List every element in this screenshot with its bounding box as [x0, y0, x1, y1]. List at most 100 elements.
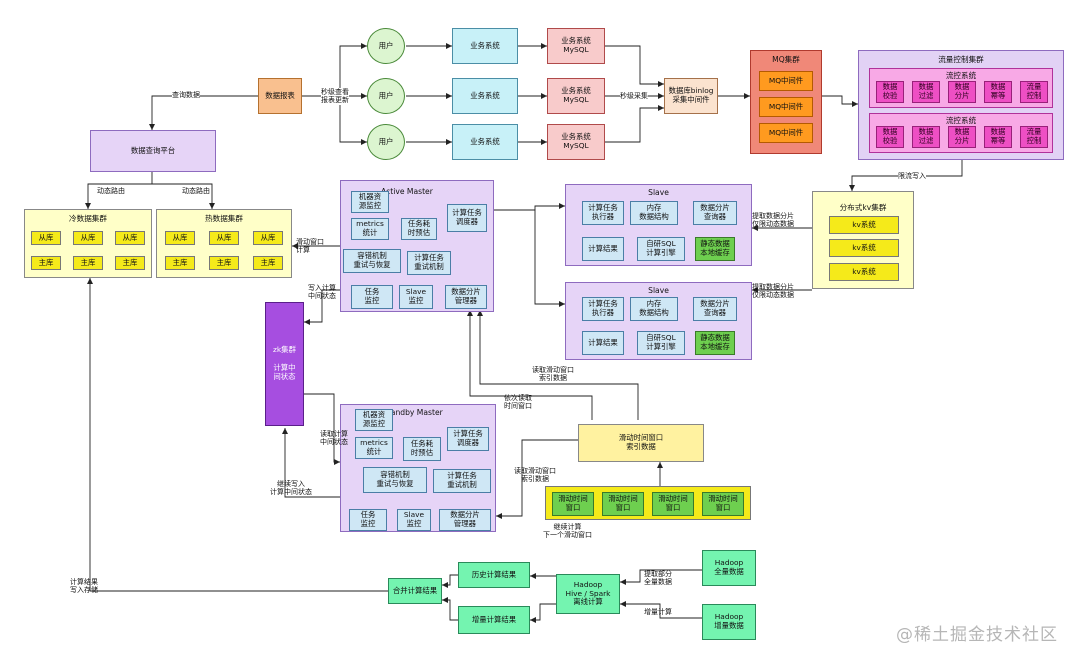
edge-label-limit-write: 限流写入 [898, 172, 926, 181]
slave1-sql-engine: 自研SQL 计算引擎 [637, 237, 685, 261]
edge-label-write-mid-state: 写入计算 中间状态 [308, 284, 336, 301]
edge-label-read-mid-state: 读取计算 中间状态 [320, 430, 348, 447]
hadoop-incremental-data: Hadoop 增量数据 [702, 604, 756, 640]
edge-label-continue-write: 继续写入 计算中间状态 [270, 480, 312, 497]
sliding-window-3: 滑动时间 窗口 [652, 492, 694, 516]
sm-task-monitor: 任务 监控 [349, 509, 387, 531]
slave1-static-cache: 静态数据 本地缓存 [695, 237, 735, 261]
mq-cluster-title: MQ集群 [772, 55, 800, 64]
hot-slave-db-3: 从库 [253, 231, 283, 245]
cold-slave-db-1: 从库 [31, 231, 61, 245]
am-shard-manager: 数据分片 管理器 [445, 285, 487, 309]
flow-control-system-2-title: 流控系统 [945, 116, 977, 125]
cold-data-cluster-title: 冷数据集群 [69, 214, 107, 223]
cold-master-db-1: 主库 [31, 256, 61, 270]
slave1-shard-query: 数据分片 查询器 [693, 201, 737, 225]
active-master: Active Master 机器资 源监控 metrics 统计 任务耗 时预估… [340, 180, 494, 312]
sliding-window-1: 滑动时间 窗口 [552, 492, 594, 516]
hot-data-cluster-title: 热数据集群 [205, 214, 243, 223]
sm-task-time-estimate: 任务耗 时预估 [403, 437, 441, 461]
kv-cluster-title: 分布式kv集群 [839, 203, 887, 212]
sliding-window-group: 滑动时间 窗口 滑动时间 窗口 滑动时间 窗口 滑动时间 窗口 [545, 486, 751, 520]
slave1-calc-result: 计算结果 [582, 237, 624, 261]
am-slave-monitor: Slave 监控 [399, 285, 433, 309]
merge-results: 合并计算结果 [388, 578, 442, 604]
flow-control-system-1: 流控系统 数据 校验 数据 过滤 数据 分片 数据 幂等 流量 控制 [869, 68, 1053, 108]
hadoop-offline-engine: Hadoop Hive / Spark 离线计算 [556, 574, 620, 614]
sm-slave-monitor: Slave 监控 [397, 509, 431, 531]
slave-node-1: Slave 计算任务 执行器 内存 数据结构 数据分片 查询器 计算结果 自研S… [565, 184, 752, 266]
edge-label-extract-full: 提取部分 全量数据 [644, 570, 672, 587]
mysql-box-2: 业务系统 MySQL [547, 78, 605, 114]
hot-master-db-3: 主库 [253, 256, 283, 270]
hot-master-db-1: 主库 [165, 256, 195, 270]
cold-data-cluster: 冷数据集群 从库 从库 从库 主库 主库 主库 [24, 209, 152, 278]
edge-label-query-data: 查询数据 [172, 91, 200, 100]
am-metrics-stats: metrics 统计 [351, 218, 389, 240]
am-fault-tolerance: 容错机制 重试与恢复 [343, 249, 401, 273]
sm-fault-tolerance: 容错机制 重试与恢复 [363, 467, 427, 493]
flow-control-system-2: 流控系统 数据 校验 数据 过滤 数据 分片 数据 幂等 流量 控制 [869, 113, 1053, 153]
edge-label-sliding-calc: 滑动窗口 计算 [296, 238, 324, 255]
watermark: @稀土掘金技术社区 [896, 625, 1058, 645]
sm-task-scheduler: 计算任务 调度器 [447, 427, 489, 451]
flow-control-cluster-title: 流量控制集群 [938, 55, 984, 64]
edge-label-read-index-2: 读取滑动窗口 索引数据 [514, 467, 556, 484]
hot-data-cluster: 热数据集群 从库 从库 从库 主库 主库 主库 [156, 209, 292, 278]
mq-middleware-1: MQ中间件 [759, 71, 813, 91]
cold-master-db-3: 主库 [115, 256, 145, 270]
kv-system-3: kv系统 [829, 263, 899, 281]
mq-middleware-3: MQ中间件 [759, 123, 813, 143]
cold-slave-db-2: 从库 [73, 231, 103, 245]
edge-label-dynamic-route-2: 动态路由 [182, 187, 210, 195]
sliding-window-index: 滑动时间窗口 索引数据 [578, 424, 704, 462]
hot-slave-db-2: 从库 [209, 231, 239, 245]
edge-label-read-index-1: 读取滑动窗口 索引数据 [532, 366, 574, 383]
fc2-data-validate: 数据 校验 [876, 126, 904, 148]
distributed-kv-cluster: 分布式kv集群 kv系统 kv系统 kv系统 [812, 191, 914, 289]
business-system-3: 业务系统 [452, 124, 518, 160]
fc1-flow-control: 流量 控制 [1020, 81, 1048, 103]
sm-metrics-stats: metrics 统计 [355, 437, 393, 459]
cold-slave-db-3: 从库 [115, 231, 145, 245]
business-system-1: 业务系统 [452, 28, 518, 64]
flow-control-cluster: 流量控制集群 流控系统 数据 校验 数据 过滤 数据 分片 数据 幂等 流量 控… [858, 50, 1064, 160]
mq-cluster: MQ集群 MQ中间件 MQ中间件 MQ中间件 [750, 50, 822, 154]
edge-label-next-window: 继续计算 下一个滑动窗口 [543, 523, 592, 540]
fc1-data-filter: 数据 过滤 [912, 81, 940, 103]
edge-label-incremental-calc: 增量计算 [644, 608, 672, 616]
edge-label-result-store: 计算结果 写入存储 [70, 578, 98, 595]
hot-slave-db-1: 从库 [165, 231, 195, 245]
slave1-task-executor: 计算任务 执行器 [582, 201, 624, 225]
am-resource-monitor: 机器资 源监控 [351, 191, 389, 213]
zk-cluster: zk集群 计算中 间状态 [265, 302, 304, 426]
fc2-flow-control: 流量 控制 [1020, 126, 1048, 148]
hadoop-full-data: Hadoop 全量数据 [702, 550, 756, 586]
kv-system-2: kv系统 [829, 239, 899, 257]
am-task-scheduler: 计算任务 调度器 [447, 204, 487, 232]
sliding-window-4: 滑动时间 窗口 [702, 492, 744, 516]
slave2-shard-query: 数据分片 查询器 [693, 297, 737, 321]
slave-2-title: Slave [648, 286, 669, 295]
mysql-box-3: 业务系统 MySQL [547, 124, 605, 160]
slave-1-title: Slave [648, 188, 669, 197]
edge-label-fetch-shard-1: 提取数据分片 仅限动态数据 [752, 212, 794, 229]
user-node-2: 用户 [367, 78, 405, 114]
slave2-calc-result: 计算结果 [582, 331, 624, 355]
slave2-memory-structure: 内存 数据结构 [630, 297, 678, 321]
edge-label-report-update: 秒级查看 报表更新 [321, 88, 349, 105]
standby-master-title: Standby Master [383, 408, 443, 417]
fc1-data-validate: 数据 校验 [876, 81, 904, 103]
user-node-1: 用户 [367, 28, 405, 64]
slave2-sql-engine: 自研SQL 计算引擎 [637, 331, 685, 355]
slave1-memory-structure: 内存 数据结构 [630, 201, 678, 225]
am-task-retry: 计算任务 重试机制 [407, 251, 451, 275]
sm-task-retry: 计算任务 重试机制 [433, 469, 491, 493]
active-master-title: Active Master [381, 187, 433, 196]
fc2-data-idempotent: 数据 幂等 [984, 126, 1012, 148]
business-system-2: 业务系统 [452, 78, 518, 114]
slave-node-2: Slave 计算任务 执行器 内存 数据结构 数据分片 查询器 计算结果 自研S… [565, 282, 752, 360]
mysql-box-1: 业务系统 MySQL [547, 28, 605, 64]
sm-resource-monitor: 机器资 源监控 [355, 409, 393, 431]
edge-label-second-collect: 秒级采集 [620, 92, 648, 101]
